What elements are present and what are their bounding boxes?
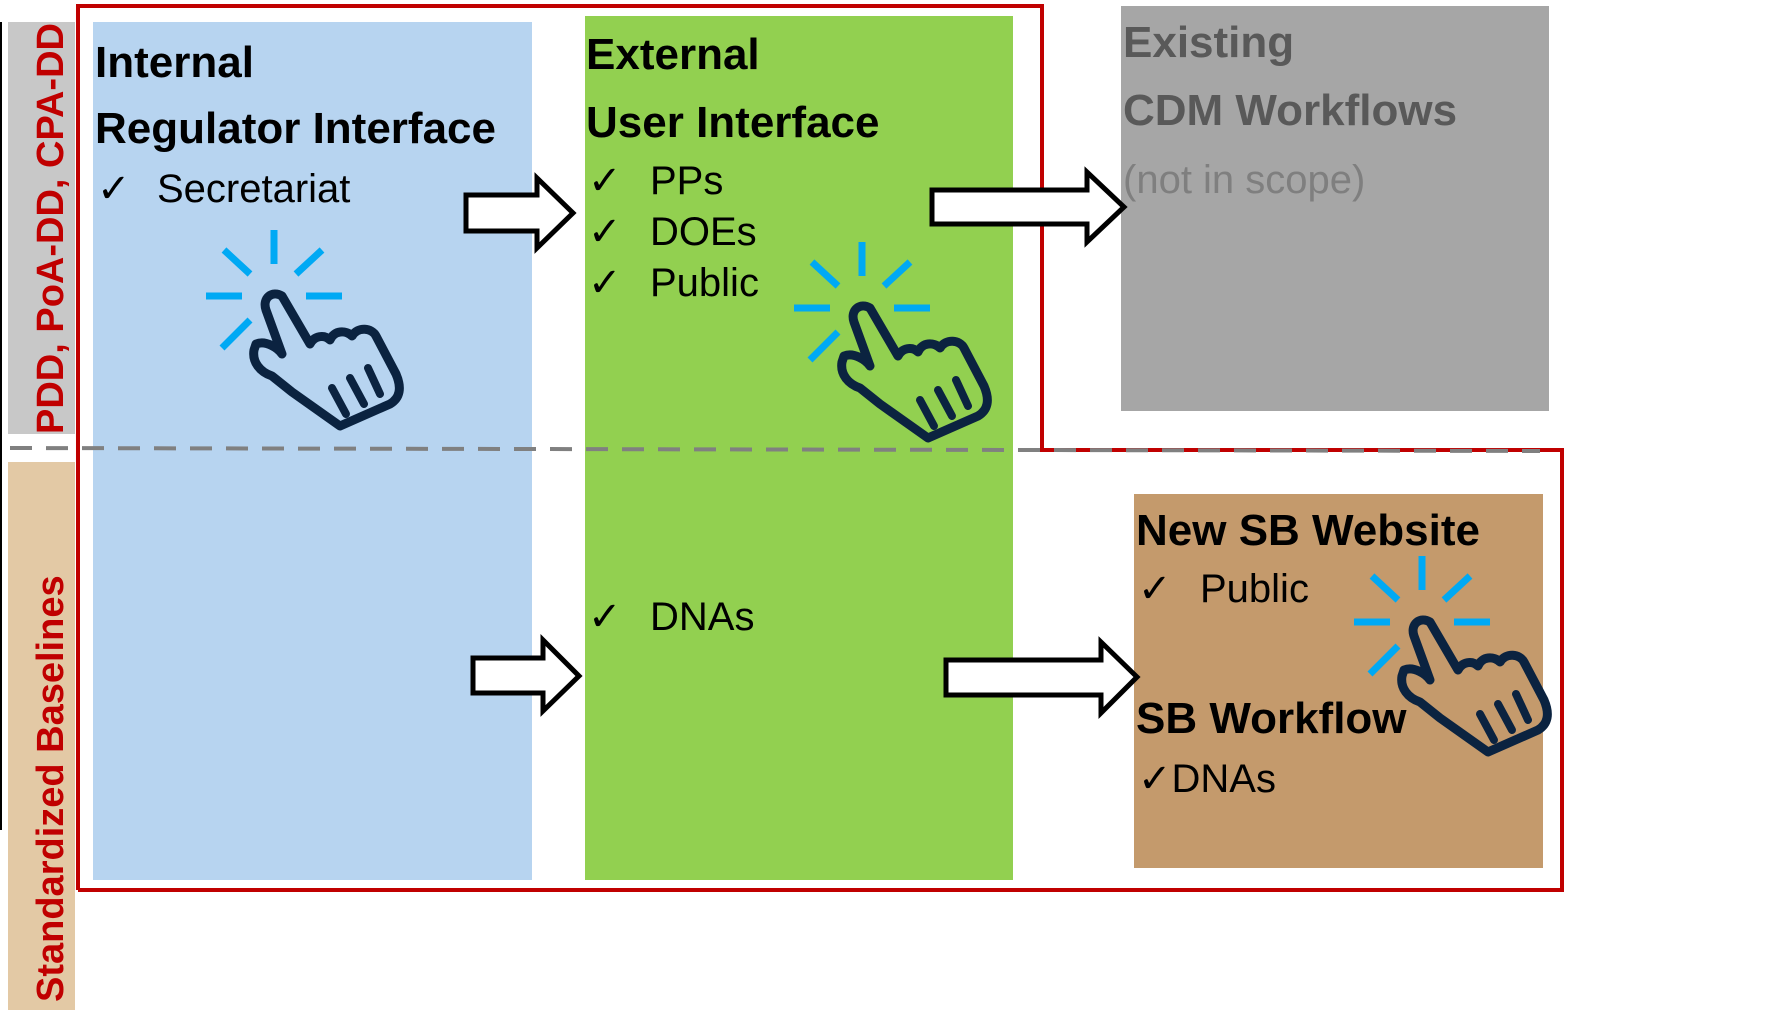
existing-title-line1: Existing <box>1123 18 1295 67</box>
new-sb-panel <box>1134 494 1543 868</box>
external-item-does: ✓DOEs <box>588 210 757 254</box>
section-divider <box>9 446 1541 453</box>
external-item-pps: ✓PPs <box>588 159 724 203</box>
check-icon: ✓ <box>1138 757 1172 801</box>
check-icon: ✓ <box>588 595 622 639</box>
click-hand-icon <box>794 242 992 443</box>
internal-title-line2: Regulator Interface <box>95 104 496 153</box>
check-icon: ✓ <box>588 210 622 254</box>
arrow-internal-to-external-top <box>463 172 577 254</box>
side-label-bottom-bg <box>8 462 75 1010</box>
internal-title-line1: Internal <box>95 38 254 87</box>
existing-workflows-panel <box>1121 6 1549 411</box>
existing-title-line2: CDM Workflows <box>1123 86 1458 135</box>
external-title-line1: External <box>586 30 760 79</box>
check-icon: ✓ <box>97 167 131 211</box>
side-label-top-bg <box>8 22 75 434</box>
click-hand-icon <box>1354 556 1552 757</box>
sb-workflow-title: SB Workflow <box>1136 694 1407 743</box>
new-sb-item-public: ✓Public <box>1138 567 1309 611</box>
sb-workflow-item-dnas: ✓DNAs <box>1138 757 1276 801</box>
arrow-internal-to-external-bottom <box>470 633 583 717</box>
external-panel <box>585 16 1013 880</box>
external-item-public: ✓Public <box>588 261 759 305</box>
arrow-external-to-new-sb <box>943 636 1141 720</box>
external-item-dnas: ✓DNAs <box>588 595 755 639</box>
internal-panel <box>93 22 532 880</box>
external-title-line2: User Interface <box>586 98 880 147</box>
check-icon: ✓ <box>1138 567 1172 611</box>
arrow-external-to-existing <box>929 166 1128 248</box>
existing-note: (not in scope) <box>1123 158 1366 202</box>
check-icon: ✓ <box>588 261 622 305</box>
new-sb-title: New SB Website <box>1136 506 1480 555</box>
internal-item: ✓ Secretariat <box>97 166 350 212</box>
click-hand-icon <box>206 230 404 431</box>
left-edge-line <box>0 22 2 830</box>
internal-item-label: Secretariat <box>157 167 351 211</box>
check-icon: ✓ <box>588 159 622 203</box>
